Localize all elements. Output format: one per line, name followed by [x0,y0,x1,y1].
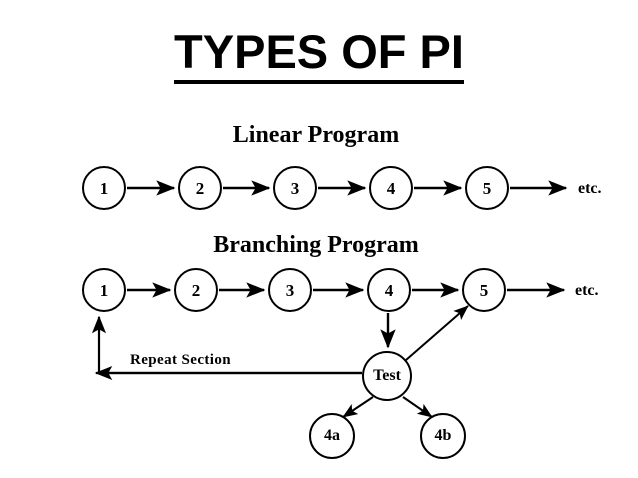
linear-node-4[interactable]: 4 [369,166,413,210]
node-label: 4b [434,427,452,444]
branching-node-4a[interactable]: 4a [309,413,355,459]
branching-node-2[interactable]: 2 [174,268,218,312]
branching-node-4[interactable]: 4 [367,268,411,312]
node-label: 2 [195,178,205,198]
linear-node-5[interactable]: 5 [465,166,509,210]
branching-node-1[interactable]: 1 [82,268,126,312]
page-title-text: TYPES OF PI [174,25,464,84]
node-label: 3 [285,280,295,300]
node-label: 2 [191,280,201,300]
branching-node-5[interactable]: 5 [462,268,506,312]
repeat-section-label: Repeat Section [130,352,231,368]
branching-etc-label: etc. [575,282,599,299]
branching-node-4b[interactable]: 4b [420,413,466,459]
branching-program-heading: Branching Program [213,232,419,258]
branching-node-3[interactable]: 3 [268,268,312,312]
page-title: TYPES OF PI [0,25,638,84]
linear-node-2[interactable]: 2 [178,166,222,210]
node-label: 1 [99,280,109,300]
linear-node-1[interactable]: 1 [82,166,126,210]
node-label: 5 [482,178,492,198]
linear-program-heading: Linear Program [232,122,400,148]
node-label: 4a [324,427,340,444]
node-label: 3 [290,178,300,198]
node-label: 4 [384,280,394,300]
linear-etc-label: etc. [578,180,602,197]
node-label: 5 [479,280,489,300]
linear-node-3[interactable]: 3 [273,166,317,210]
node-label: Test [373,367,401,384]
node-label: 1 [99,178,109,198]
branching-node-test[interactable]: Test [362,351,412,401]
node-label: 4 [386,178,396,198]
